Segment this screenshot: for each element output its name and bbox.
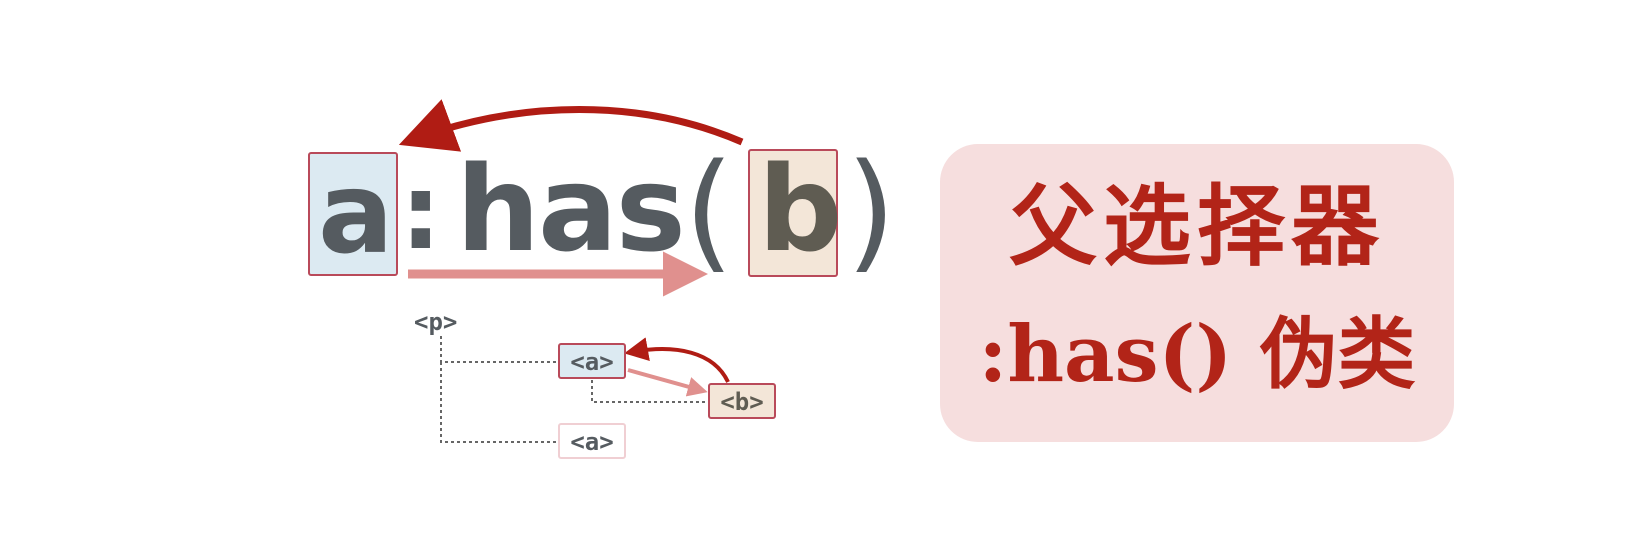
- selector-b-text: b: [758, 140, 843, 278]
- selector-a-text: a: [318, 149, 394, 279]
- tree-connector-a1: [440, 336, 556, 363]
- title-card: 父选择器 :has() 伪类: [940, 144, 1454, 442]
- card-subtitle: :has() 伪类: [978, 309, 1416, 400]
- tree-tag-a-sibling: <a>: [558, 423, 626, 459]
- tree-tag-a-parent: <a>: [558, 343, 626, 379]
- selector-has-text: has: [456, 140, 686, 278]
- selector-a-highlight: [308, 152, 398, 276]
- selector-colon: :: [400, 151, 442, 273]
- parent-arrow: [398, 99, 744, 152]
- selector-b-highlight: [748, 149, 838, 277]
- card-title: 父选择器: [1008, 174, 1385, 278]
- tree-tag-p: <p>: [414, 308, 458, 336]
- selector-paren-open: (: [684, 137, 734, 286]
- selector-paren-close: ): [846, 137, 896, 286]
- tree-connector-a2: [440, 362, 556, 443]
- tree-parent-arrow: [624, 337, 730, 383]
- tree-connector-b: [591, 380, 706, 403]
- tree-descendant-arrow: [627, 368, 708, 397]
- tree-tag-b-child: <b>: [708, 383, 776, 419]
